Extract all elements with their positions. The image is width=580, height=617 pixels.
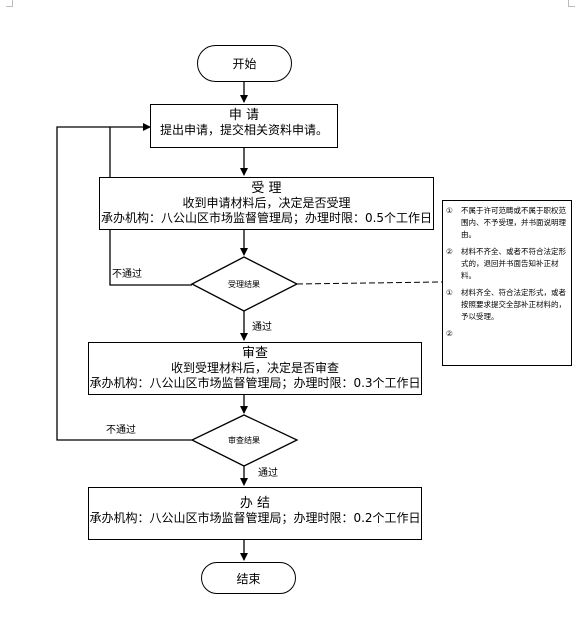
apply-box: 申 请 提出申请，提交相关资料申请。 [150,104,338,148]
complete-title: 办 结 [239,496,271,511]
complete-org: 承办机构：八公山区市场监督管理局；办理时限：0.2个工作日 [89,511,421,525]
note-item: ② 材料不齐全、或者不符合法定形式的，退回并书面告知补正材料。 [446,246,568,282]
end-terminal: 结束 [201,562,296,594]
fail-label-1: 不通过 [112,269,142,280]
review-box: 审查 收到受理材料后，决定是否审查 承办机构：八公山区市场监督管理局；办理时限：… [88,342,422,395]
acceptance-conditions-note: ① 不属于许可范畴或不属于职权范围内、不予受理，并书面说明理由。 ② 材料不齐全… [442,200,572,366]
page-corner-mark [568,0,575,7]
apply-title: 申 请 [228,108,260,123]
note-item: ① 不属于许可范畴或不属于职权范围内、不予受理，并书面说明理由。 [446,205,568,241]
review-decision-label: 审查结果 [228,435,260,445]
note-item-text: 材料齐全、符合法定形式，或者按照要求提交全部补正材料的，予以受理。 [461,288,566,321]
note-item-text [461,328,568,340]
start-terminal: 开始 [197,45,292,82]
fail-label-2: 不通过 [106,425,136,436]
accept-decision-label: 受理结果 [228,279,260,289]
pass-label-2: 通过 [258,468,278,479]
note-item-text: 不属于许可范畴或不属于职权范围内、不予受理，并书面说明理由。 [461,206,566,239]
apply-desc: 提出申请，提交相关资料申请。 [159,123,328,137]
note-item-number: ② [446,329,453,338]
complete-box: 办 结 承办机构：八公山区市场监督管理局；办理时限：0.2个工作日 [88,487,422,540]
note-item: ② [446,328,568,340]
accept-decision-diamond [190,256,299,312]
note-item-number: ① [446,206,453,215]
note-item-number: ① [446,288,453,297]
review-title: 审查 [241,346,268,361]
note-item-text: 材料不齐全、或者不符合法定形式的，退回并书面告知补正材料。 [461,247,566,280]
accept-title: 受 理 [251,181,282,196]
review-decision-diamond [190,414,299,467]
pass-label-1: 通过 [252,322,272,333]
review-desc: 收到受理材料后，决定是否审查 [170,361,339,375]
accept-desc: 收到申请材料后，决定是否受理 [182,196,351,210]
loop-fail-2 [56,126,192,441]
page-corner-mark [6,0,13,7]
end-label: 结束 [236,571,261,586]
start-label: 开始 [232,57,257,71]
review-org: 承办机构：八公山区市场监督管理局；办理时限：0.3个工作日 [89,376,421,390]
dashed-note-link [296,281,443,285]
note-item-number: ② [446,247,453,256]
accept-org: 承办机构：八公山区市场监督管理局；办理时限：0.5个工作日 [100,211,433,225]
note-item: ① 材料齐全、符合法定形式，或者按照要求提交全部补正材料的，予以受理。 [446,287,568,323]
accept-box: 受 理 收到申请材料后，决定是否受理 承办机构：八公山区市场监督管理局；办理时限… [99,177,434,230]
